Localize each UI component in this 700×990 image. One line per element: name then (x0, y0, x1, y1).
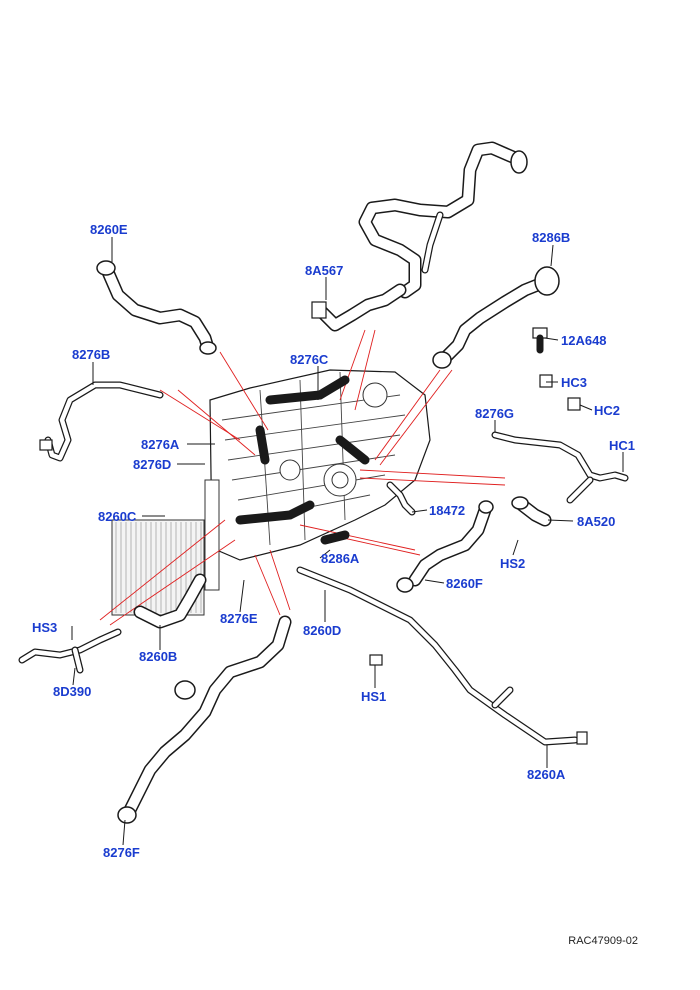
label-8260a: 8260A (527, 767, 566, 782)
hose-8276b (39, 381, 164, 462)
hose-8276f (117, 615, 292, 824)
assembly-hoses (235, 375, 370, 545)
label-8286b: 8286B (532, 230, 571, 245)
engine-block (204, 369, 431, 591)
label-8a520: 8A520 (577, 514, 616, 529)
hose-8260a (296, 566, 588, 746)
hose-8276g (491, 374, 629, 504)
label-8276c: 8276C (290, 352, 329, 367)
hose-8276c-upper (358, 141, 528, 299)
label-hc3: HC3 (561, 375, 588, 390)
label-8260f: 8260F (446, 576, 483, 591)
label-8260c: 8260C (98, 509, 137, 524)
hose-8286b (432, 266, 560, 369)
label-8260b: 8260B (139, 649, 178, 664)
hose-8260e (96, 260, 217, 355)
label-8d390: 8D390 (53, 684, 92, 699)
label-12a648: 12A648 (561, 333, 607, 348)
label-8276g: 8276G (475, 406, 515, 421)
part-8a520 (511, 496, 552, 527)
hose-18472 (386, 481, 416, 516)
radiator (111, 519, 205, 616)
hose-8260b (133, 573, 207, 629)
label-hs3: HS3 (32, 620, 58, 635)
leader-lines (71, 237, 624, 846)
hose-8a567 (311, 283, 407, 332)
label-8276e: 8276E (220, 611, 258, 626)
label-hs2: HS2 (500, 556, 526, 571)
label-18472: 18472 (429, 503, 466, 518)
label-hs1: HS1 (361, 689, 387, 704)
label-8276f: 8276F (103, 845, 140, 860)
label-hc1: HC1 (609, 438, 636, 453)
label-8286a: 8286A (321, 551, 360, 566)
label-8260e: 8260E (90, 222, 128, 237)
hose-8260f (396, 500, 494, 593)
drawing-reference: RAC47909-02 (568, 935, 638, 947)
label-8a567: 8A567 (305, 263, 344, 278)
screw-hs1 (369, 654, 383, 666)
label-hc2: HC2 (594, 403, 621, 418)
assembly-pointers (99, 329, 506, 626)
label-8276a: 8276A (141, 437, 180, 452)
label-8276b: 8276B (72, 347, 111, 362)
hose-8d390 (18, 628, 122, 674)
label-8276d: 8276D (133, 457, 172, 472)
sensor-12a648 (532, 327, 548, 354)
label-8260d: 8260D (303, 623, 342, 638)
